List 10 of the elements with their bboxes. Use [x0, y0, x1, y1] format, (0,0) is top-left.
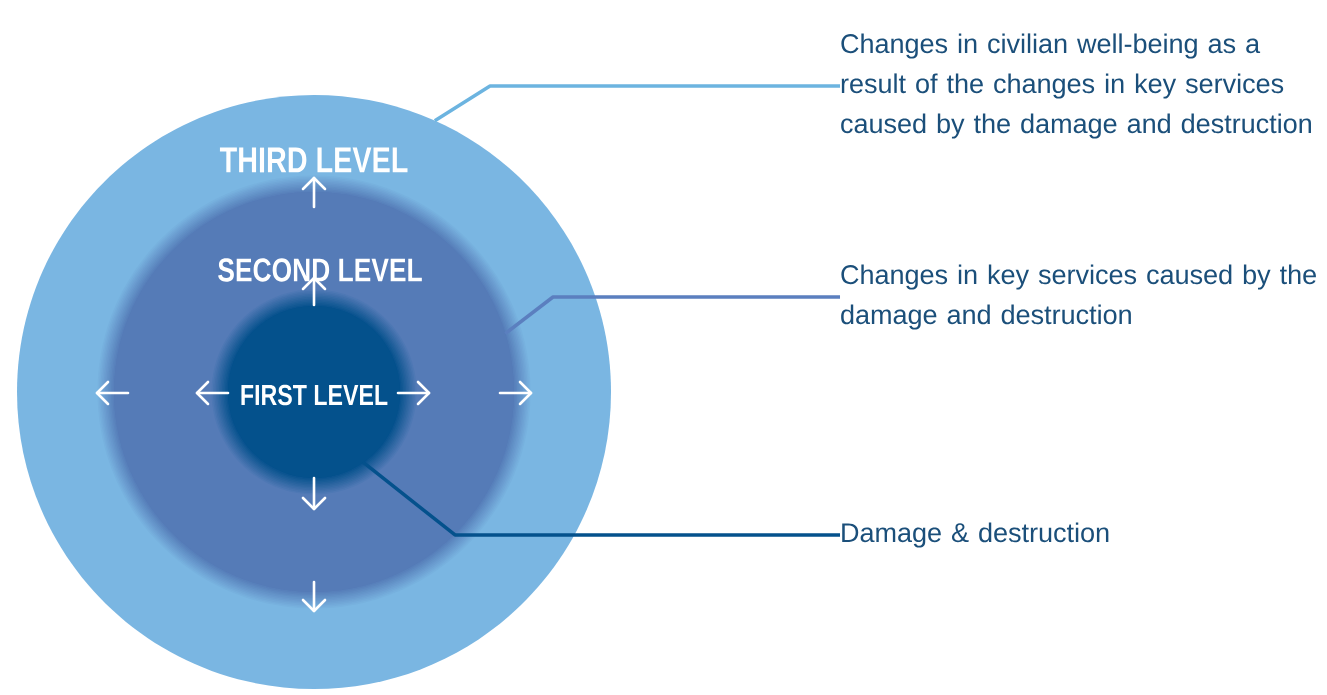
leader-line: [504, 295, 840, 335]
description-text: Changes in key services caused by the damage and destruction: [841, 264, 1316, 330]
level-label: THIRD LEVEL: [219, 147, 408, 173]
level-circle: [211, 289, 417, 495]
level-label: FIRST LEVEL: [241, 384, 388, 406]
leader-line: [433, 84, 840, 123]
level-label: SECOND LEVEL: [218, 258, 422, 282]
description-text: Changes in civilian well-being as a result of the changes in key services caused by the damage and destruction: [841, 33, 1311, 139]
leader-line: [362, 461, 840, 537]
description-text: Damage & destruction: [842, 522, 1109, 548]
